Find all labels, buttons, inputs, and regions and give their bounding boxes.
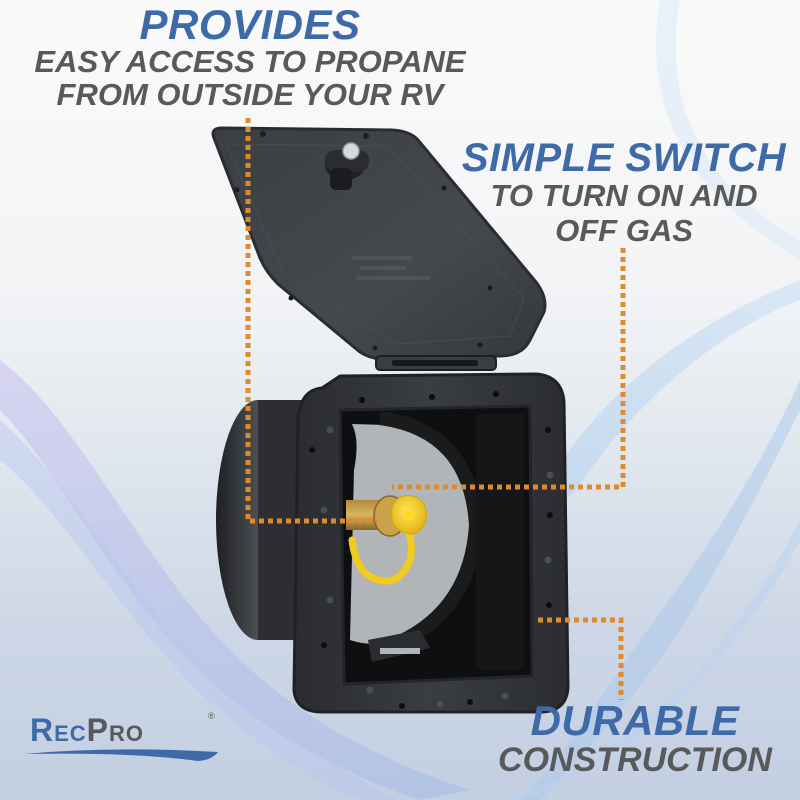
- callout-line: CONSTRUCTION: [498, 741, 772, 779]
- callout-heading: SIMPLE SWITCH: [461, 136, 787, 180]
- leader-line-durable: [538, 617, 624, 700]
- callout-line: EASY ACCESS TO PROPANE: [34, 44, 466, 79]
- callout-provides: PROVIDES EASY ACCESS TO PROPANE FROM OUT…: [0, 4, 500, 111]
- leader-line-provides: [245, 118, 378, 524]
- callout-durable: DURABLE CONSTRUCTION: [490, 700, 780, 779]
- logo-wordmark: RecPro: [30, 712, 144, 749]
- callout-line: OFF GAS: [555, 212, 693, 248]
- recpro-logo: RecPro ®: [22, 700, 222, 761]
- twist-latch-icon: [325, 142, 369, 190]
- logo-word-rec: Rec: [30, 712, 87, 748]
- leader-line-simple-switch: [392, 248, 626, 490]
- logo-word-pro: Pro: [86, 712, 145, 748]
- callout-heading: PROVIDES: [139, 1, 361, 48]
- callout-simple-switch: SIMPLE SWITCH TO TURN ON AND OFF GAS: [448, 138, 800, 247]
- callout-heading: DURABLE: [530, 697, 740, 744]
- yellow-dust-cap: [348, 495, 427, 585]
- callout-line: TO TURN ON AND: [490, 178, 758, 213]
- callout-line: FROM OUTSIDE YOUR RV: [56, 76, 444, 112]
- registered-mark: ®: [208, 711, 215, 721]
- embossed-label: [352, 256, 430, 280]
- logo-swoosh-icon: [24, 749, 218, 761]
- hinge: [375, 355, 497, 371]
- interior-cavity: [350, 411, 524, 670]
- hinged-lid: [211, 126, 547, 362]
